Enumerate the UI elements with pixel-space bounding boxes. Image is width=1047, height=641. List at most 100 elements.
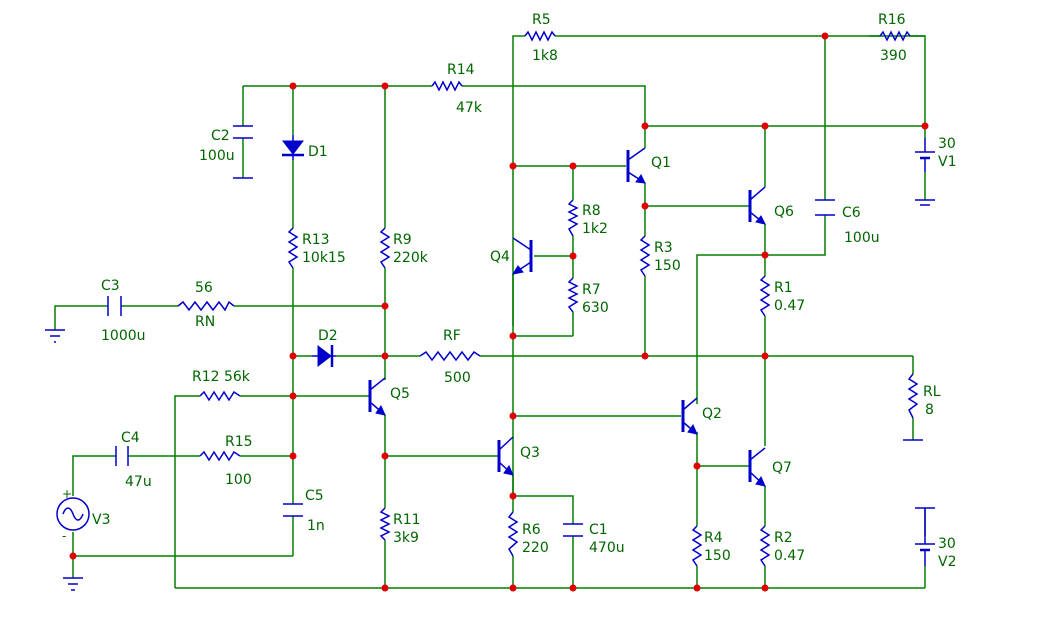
resistor-rn <box>177 300 235 312</box>
label-r8-value: 1k2 <box>582 221 608 237</box>
label-c2: C2 <box>211 128 230 144</box>
label-r13: R13 <box>302 232 330 248</box>
resistor-r16 <box>879 30 911 42</box>
label-c6-value: 100u <box>844 230 880 246</box>
transistor-q5 <box>368 377 386 416</box>
label-rf: RF <box>443 328 461 344</box>
resistor-r3 <box>639 235 651 277</box>
battery-v2 <box>915 507 935 566</box>
transistor-q1 <box>626 147 646 184</box>
label-r5-value: 1k8 <box>532 48 558 64</box>
label-c3-value: 1000u <box>101 328 146 344</box>
label-r6: R6 <box>522 522 541 538</box>
source-v3 <box>56 497 90 531</box>
label-r4: R4 <box>704 530 723 546</box>
battery-v1 <box>915 138 935 172</box>
resistor-rf <box>419 350 481 362</box>
label-rn: RN <box>195 314 215 330</box>
label-r13-value: 10k15 <box>302 250 346 266</box>
label-r12: R12 56k <box>192 369 251 385</box>
resistor-r7 <box>567 277 579 313</box>
label-q1: Q1 <box>651 155 671 171</box>
label-c1-value: 470u <box>589 540 625 556</box>
label-q2: Q2 <box>702 406 722 422</box>
transistor-q6 <box>748 186 766 225</box>
resistor-r13 <box>287 227 299 269</box>
label-d1: D1 <box>308 144 328 160</box>
label-c5-value: 1n <box>307 518 325 534</box>
label-r9-value: 220k <box>393 250 429 266</box>
resistor-r6 <box>507 511 519 557</box>
label-r16-value: 390 <box>880 48 907 64</box>
label-v3-minus: - <box>62 529 66 543</box>
junctions <box>69 32 929 592</box>
label-v3-plus: + <box>62 487 72 501</box>
capacitor-c4 <box>115 446 129 466</box>
label-r14-value: 47k <box>456 100 483 116</box>
ground-v3 <box>63 577 83 591</box>
label-r7: R7 <box>582 282 601 298</box>
label-r3: R3 <box>654 240 673 256</box>
label-r9: R9 <box>393 232 412 248</box>
resistor-r14 <box>431 80 463 92</box>
label-c1: C1 <box>589 522 608 538</box>
transistor-q4 <box>511 237 533 275</box>
resistor-r15 <box>199 450 241 462</box>
label-r11-value: 3k9 <box>393 530 419 546</box>
capacitor-c5 <box>283 503 303 517</box>
wires <box>54 35 926 589</box>
label-c4-value: 47u <box>125 474 152 490</box>
label-rl-value: 8 <box>925 402 934 418</box>
label-q6: Q6 <box>774 204 794 220</box>
label-v1-value: 30 <box>938 136 956 152</box>
label-q3: Q3 <box>520 445 540 461</box>
label-c5: C5 <box>305 488 324 504</box>
label-v1: V1 <box>938 154 956 170</box>
label-r8: R8 <box>582 203 601 219</box>
label-q7: Q7 <box>772 460 792 476</box>
ground-v1 <box>915 199 935 206</box>
label-v3: V3 <box>92 512 110 528</box>
label-v2-value: 30 <box>938 536 956 552</box>
capacitor-c6 <box>815 199 835 216</box>
diode-d2 <box>312 344 336 368</box>
capacitor-c3 <box>107 296 122 316</box>
diode-d1 <box>281 135 305 160</box>
resistor-r2 <box>759 525 771 567</box>
resistor-r12 <box>199 390 241 402</box>
capacitor-c2 <box>233 125 253 139</box>
label-r7-value: 630 <box>582 300 609 316</box>
capacitor-c1 <box>563 523 583 537</box>
transistor-q2 <box>681 397 698 435</box>
label-q4: Q4 <box>490 249 510 265</box>
label-r4-value: 150 <box>704 548 731 564</box>
label-r15-value: 100 <box>225 472 252 488</box>
resistor-r1 <box>759 275 771 317</box>
label-c2-value: 100u <box>199 148 235 164</box>
label-d2: D2 <box>318 328 338 344</box>
label-rn-value: 56 <box>195 280 213 296</box>
resistor-rl <box>907 373 919 419</box>
ground-c3 <box>45 329 65 343</box>
label-r16: R16 <box>878 12 906 28</box>
label-r2: R2 <box>774 530 793 546</box>
label-r6-value: 220 <box>522 540 549 556</box>
resistor-r8 <box>567 199 579 237</box>
label-r2-value: 0.47 <box>774 548 805 564</box>
label-c4: C4 <box>121 430 140 446</box>
label-q5: Q5 <box>390 386 410 402</box>
resistor-r4 <box>691 525 703 567</box>
label-rf-value: 500 <box>444 370 471 386</box>
label-r14: R14 <box>447 62 475 78</box>
resistor-r5 <box>524 30 556 42</box>
label-r1: R1 <box>774 280 793 296</box>
label-r1-value: 0.47 <box>774 298 805 314</box>
resistor-r9 <box>379 227 391 269</box>
label-c3: C3 <box>101 278 120 294</box>
transistor-q3 <box>497 436 514 476</box>
transistor-q7 <box>748 447 766 487</box>
label-r11: R11 <box>393 512 421 528</box>
labels: R5 1k8 R16 390 R14 47k C2 100u D1 Q1 30 … <box>62 12 956 570</box>
